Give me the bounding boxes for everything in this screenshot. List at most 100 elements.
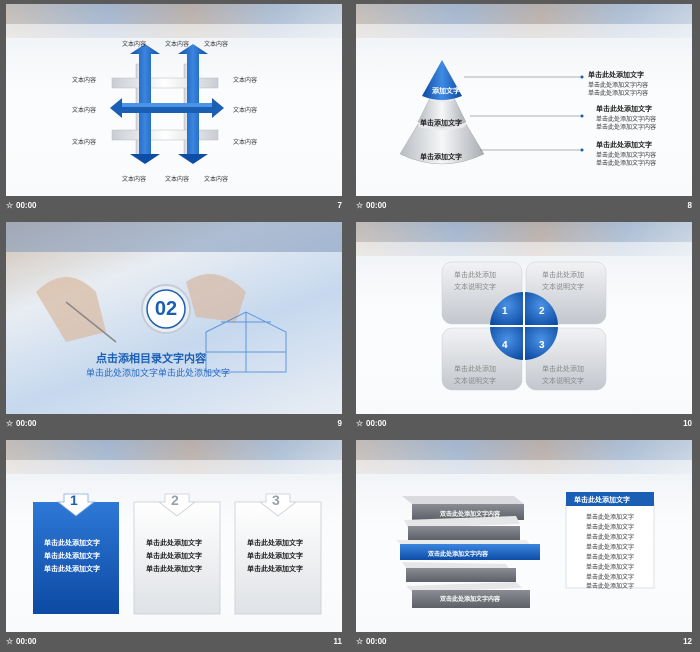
slide-thumb-9[interactable]: 02 点击添相目录文字内容 单击此处添加文字单击此处添加文字 ☆ 00:00 9 <box>0 218 342 434</box>
quadrant-text[interactable]: 文本说明文字 <box>454 378 496 385</box>
star-icon: ☆ <box>356 419 364 428</box>
column-text[interactable]: 单击此处添加文字 <box>247 553 303 560</box>
star-icon: ☆ <box>356 637 364 646</box>
column-text[interactable]: 单击此处添加文字 <box>44 566 100 573</box>
quadrant-number[interactable]: 2 <box>539 306 545 317</box>
star-icon: ☆ <box>6 419 14 428</box>
column-text[interactable]: 单击此处添加文字 <box>146 566 202 573</box>
slide-canvas: 双击此处添加文字内容 双击此处添加文字内容 双击此处添加文字内容 单击此处添加文… <box>356 440 692 632</box>
slide-thumb-8[interactable]: 添加文字 单击添加文字 单击添加文字 单击此处添加文字 单击此处添加文字内容 单… <box>350 0 692 216</box>
label[interactable]: 文本内容 <box>233 78 258 84</box>
callout-title[interactable]: 单击此处添加文字 <box>596 142 652 149</box>
callout-title[interactable]: 单击此处添加文字 <box>596 106 652 113</box>
slide-footer: ☆ 00:00 8 <box>356 198 692 214</box>
slide-number: 9 <box>337 419 342 428</box>
column-number[interactable]: 3 <box>272 492 280 508</box>
slide-timing: 00:00 <box>366 419 387 428</box>
callout-line: 单击此处添加文字内容 <box>588 83 649 89</box>
blueprint-photo <box>6 222 342 373</box>
pyramid-graphic <box>399 60 584 165</box>
quadrant-text[interactable]: 单击此处添加 <box>454 272 496 279</box>
pyramid-tier-3[interactable]: 单击添加文字 <box>420 154 462 161</box>
label[interactable]: 文本内容 <box>233 108 258 114</box>
columns-graphic <box>33 493 322 615</box>
callout-line: 单击此处添加文字内容 <box>588 91 649 97</box>
quadrant-number[interactable]: 1 <box>502 306 508 317</box>
quadrant-text[interactable]: 单击此处添加 <box>542 366 584 373</box>
star-icon: ☆ <box>6 637 14 646</box>
column-text[interactable]: 单击此处添加文字 <box>146 540 202 547</box>
label[interactable]: 文本内容 <box>204 177 229 183</box>
slide-timing: 00:00 <box>366 201 387 210</box>
quadrant-text[interactable]: 文本说明文字 <box>542 284 584 291</box>
quadrant-text[interactable]: 单击此处添加 <box>542 272 584 279</box>
cross-arrows-graphic <box>110 44 224 164</box>
slide-timing: 00:00 <box>366 637 387 646</box>
slide-footer: ☆ 00:00 7 <box>6 198 342 214</box>
slide-thumb-10[interactable]: 1 2 4 3 单击此处添加 文本说明文字 单击此处添加 文本说明文字 单击此处… <box>350 218 692 434</box>
star-icon: ☆ <box>6 201 14 210</box>
slide-number: 11 <box>333 637 342 646</box>
panel-line: 单击此处添加文字 <box>586 545 635 551</box>
column-text[interactable]: 单击此处添加文字 <box>146 553 202 560</box>
column-number[interactable]: 2 <box>171 492 179 508</box>
column-text[interactable]: 单击此处添加文字 <box>44 540 100 547</box>
quadrant-number[interactable]: 3 <box>539 340 545 351</box>
label[interactable]: 文本内容 <box>72 140 97 146</box>
callout-line: 单击此处添加文字内容 <box>596 161 657 167</box>
quadrant-text[interactable]: 单击此处添加 <box>454 366 496 373</box>
pyramid-tier-2[interactable]: 单击添加文字 <box>420 120 462 127</box>
slide-thumb-11[interactable]: 1 2 3 单击此处添加文字 单击此处添加文字 单击此处添加文字 单击此处添加文… <box>0 436 342 652</box>
slide-canvas: 文本内容 文本内容 文本内容 文本内容 文本内容 文本内容 文本内容 文本内容 … <box>6 4 342 196</box>
column-text[interactable]: 单击此处添加文字 <box>247 540 303 547</box>
column-text[interactable]: 单击此处添加文字 <box>44 553 100 560</box>
label[interactable]: 文本内容 <box>165 177 190 183</box>
label[interactable]: 文本内容 <box>122 42 147 48</box>
panel-title[interactable]: 单击此处添加文字 <box>574 497 630 504</box>
panel-line: 单击此处添加文字 <box>586 515 635 521</box>
label[interactable]: 文本内容 <box>233 140 258 146</box>
panel-line: 单击此处添加文字 <box>586 535 635 541</box>
pyramid-tier-1[interactable]: 添加文字 <box>432 88 460 95</box>
section-heading[interactable]: 点击添相目录文字内容 <box>96 353 206 365</box>
slide-canvas: 1 2 3 单击此处添加文字 单击此处添加文字 单击此处添加文字 单击此处添加文… <box>6 440 342 632</box>
section-subtitle[interactable]: 单击此处添加文字单击此处添加文字 <box>86 368 231 378</box>
label[interactable]: 文本内容 <box>72 78 97 84</box>
slide-number: 10 <box>683 419 692 428</box>
slide-footer: ☆ 00:00 10 <box>356 416 692 432</box>
callout-line: 单击此处添加文字内容 <box>596 125 657 131</box>
slide-canvas: 02 点击添相目录文字内容 单击此处添加文字单击此处添加文字 <box>6 222 342 414</box>
label[interactable]: 文本内容 <box>204 42 229 48</box>
quadrant-text[interactable]: 文本说明文字 <box>542 378 584 385</box>
column-text[interactable]: 单击此处添加文字 <box>247 566 303 573</box>
slide-canvas: 添加文字 单击添加文字 单击添加文字 单击此处添加文字 单击此处添加文字内容 单… <box>356 4 692 196</box>
slide-number: 8 <box>687 201 692 210</box>
quadrant-number[interactable]: 4 <box>502 340 508 351</box>
slide-thumb-12[interactable]: 双击此处添加文字内容 双击此处添加文字内容 双击此处添加文字内容 单击此处添加文… <box>350 436 692 652</box>
slide-footer: ☆ 00:00 11 <box>6 634 342 650</box>
slide-footer: ☆ 00:00 12 <box>356 634 692 650</box>
callout-title[interactable]: 单击此处添加文字 <box>588 72 644 79</box>
slide-timing: 00:00 <box>16 637 37 646</box>
callout-line: 单击此处添加文字内容 <box>596 117 657 123</box>
section-number-badge[interactable]: 02 <box>154 298 178 320</box>
slide-thumb-7[interactable]: 文本内容 文本内容 文本内容 文本内容 文本内容 文本内容 文本内容 文本内容 … <box>0 0 342 216</box>
slide-number: 7 <box>337 201 342 210</box>
callout-line: 单击此处添加文字内容 <box>596 153 657 159</box>
slide-number: 12 <box>683 637 692 646</box>
quadrant-graphic <box>441 261 607 391</box>
panel-line: 单击此处添加文字 <box>586 525 635 531</box>
quadrant-text[interactable]: 文本说明文字 <box>454 284 496 291</box>
label[interactable]: 文本内容 <box>122 177 147 183</box>
slide-canvas: 1 2 4 3 单击此处添加 文本说明文字 单击此处添加 文本说明文字 单击此处… <box>356 222 692 414</box>
column-number[interactable]: 1 <box>70 492 78 508</box>
book-label[interactable]: 双击此处添加文字内容 <box>428 552 489 558</box>
slide-timing: 00:00 <box>16 201 37 210</box>
label[interactable]: 文本内容 <box>165 42 190 48</box>
book-stack-graphic <box>396 492 655 608</box>
panel-line: 单击此处添加文字 <box>586 565 635 571</box>
book-label[interactable]: 双击此处添加文字内容 <box>440 512 501 518</box>
label[interactable]: 文本内容 <box>72 108 97 114</box>
panel-line: 单击此处添加文字 <box>586 575 635 581</box>
book-label[interactable]: 双击此处添加文字内容 <box>440 597 501 603</box>
